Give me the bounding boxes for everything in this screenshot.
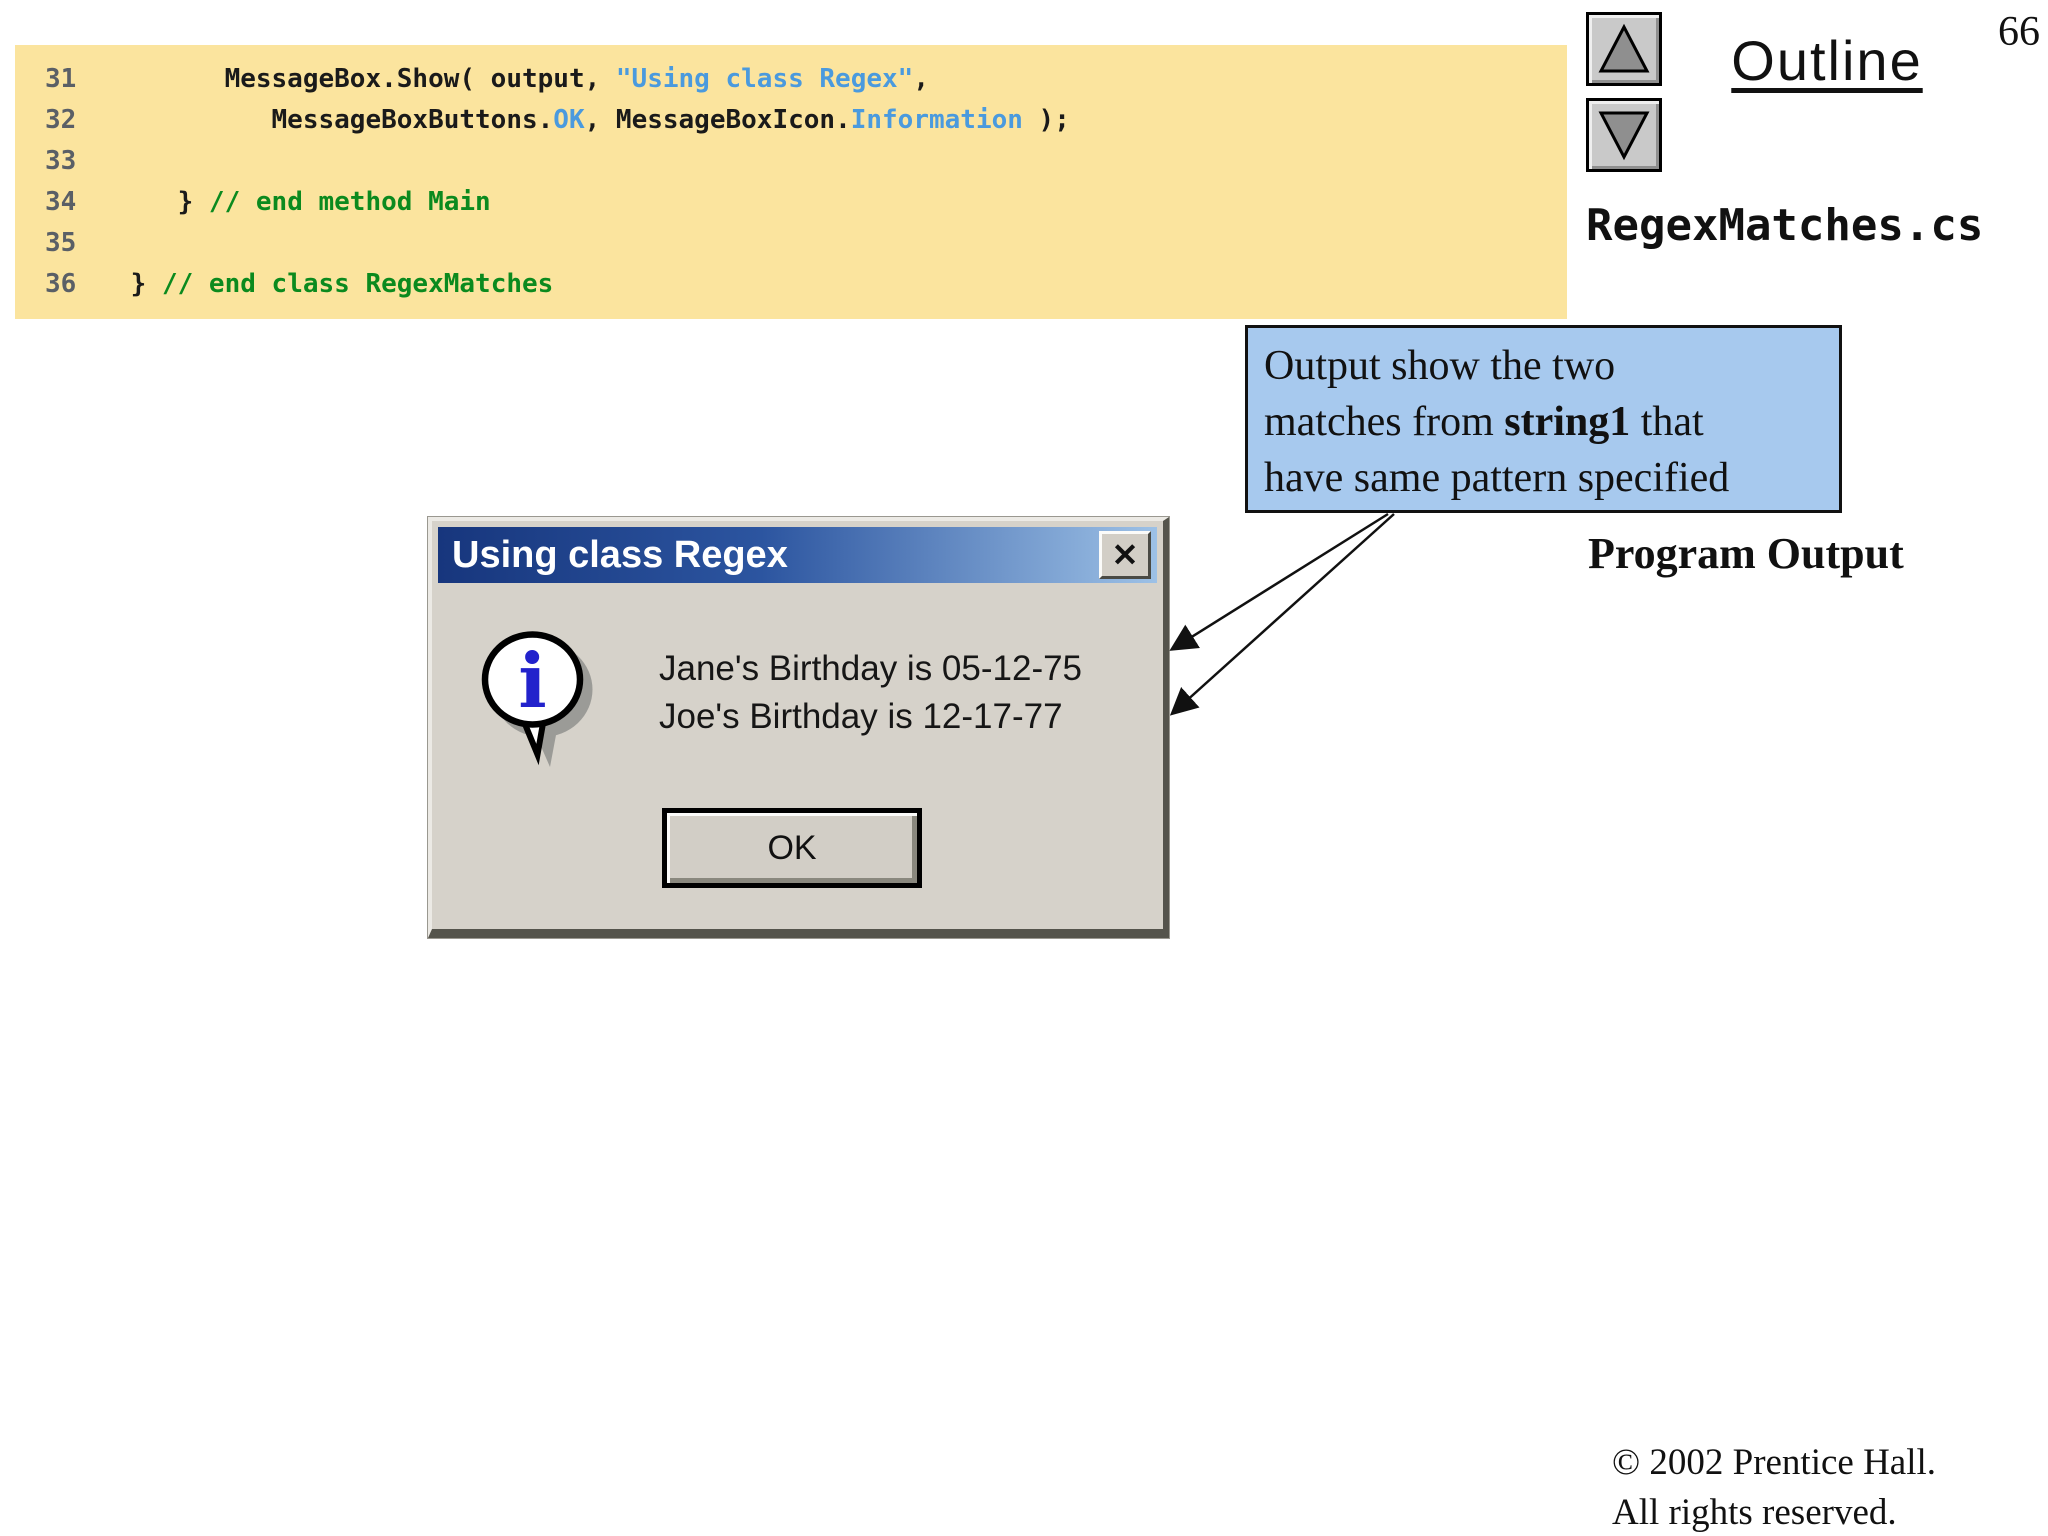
message-box-dialog: Using class Regex ✕ i Jane's Birthday is…: [428, 517, 1169, 938]
svg-text:i: i: [518, 637, 547, 725]
down-triangle-icon: [1597, 109, 1651, 161]
code-line: 32 MessageBoxButtons.OK, MessageBoxIcon.…: [45, 105, 1070, 135]
file-name-label: RegexMatches.cs: [1586, 200, 1984, 251]
code-line: 31 MessageBox.Show( output, "Using class…: [45, 64, 929, 94]
close-button[interactable]: ✕: [1099, 531, 1151, 579]
code-listing: 31 MessageBox.Show( output, "Using class…: [15, 45, 1567, 319]
code-line: 35: [45, 228, 77, 258]
dialog-message-line: Jane's Birthday is 05-12-75: [659, 649, 1083, 688]
close-icon: ✕: [1111, 537, 1139, 573]
code-line: 34 } // end method Main: [45, 187, 491, 217]
information-icon: i: [480, 627, 605, 772]
outline-up-button[interactable]: [1586, 12, 1662, 86]
up-triangle-icon: [1597, 23, 1651, 75]
dialog-title: Using class Regex: [452, 533, 788, 576]
dialog-message-line: Joe's Birthday is 12-17-77: [659, 697, 1063, 736]
ok-button-label: OK: [767, 828, 817, 867]
code-line: 36 } // end class RegexMatches: [45, 269, 554, 299]
callout-line: have same pattern specified: [1264, 455, 1730, 501]
callout-line: Output show the two: [1264, 343, 1616, 389]
page-number: 66: [1998, 9, 2040, 55]
outline-title: Outline: [1731, 29, 1923, 92]
dialog-title-bar[interactable]: Using class Regex ✕: [438, 527, 1157, 583]
code-line: 33: [45, 146, 77, 176]
copyright-notice: © 2002 Prentice Hall. All rights reserve…: [1612, 1442, 1937, 1533]
outline-down-button[interactable]: [1586, 98, 1662, 172]
program-output-label: Program Output: [1588, 529, 1904, 578]
ok-button[interactable]: OK: [662, 808, 922, 888]
callout-line: matches from string1 that: [1264, 399, 1704, 445]
callout-box: Output show the two matches from string1…: [1245, 325, 1842, 513]
code-lines: 31 MessageBox.Show( output, "Using class…: [15, 59, 1567, 305]
